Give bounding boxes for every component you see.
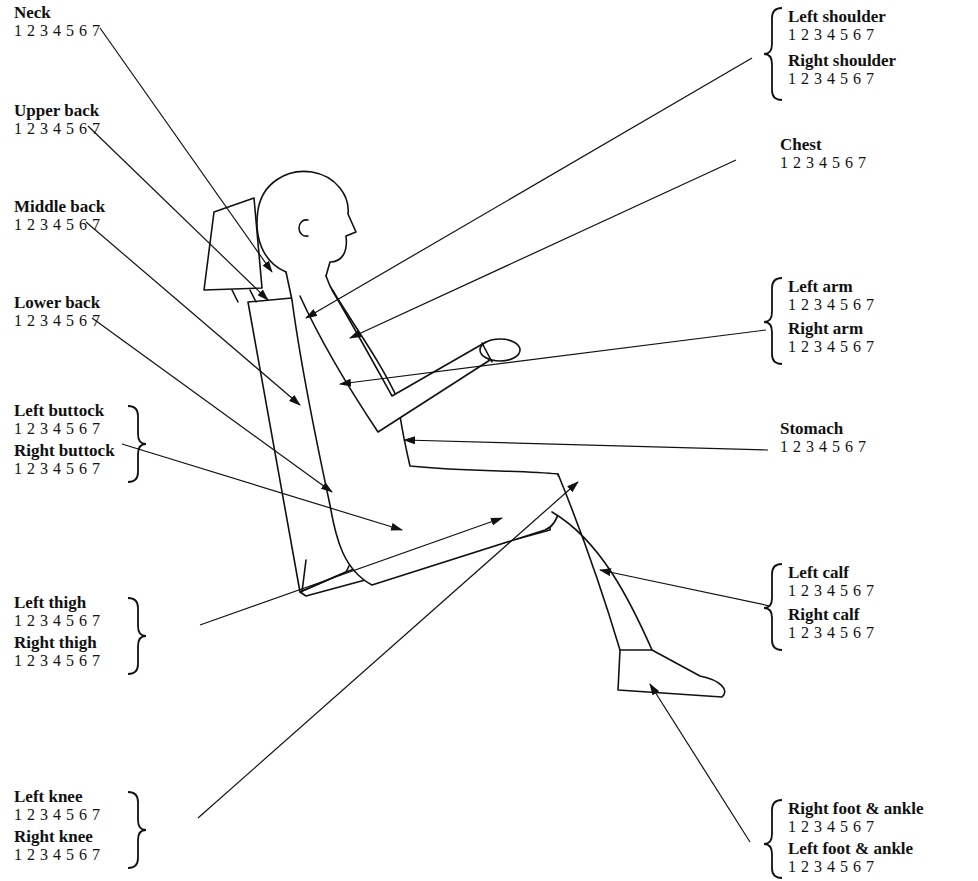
rating-scale: 1 2 3 4 5 6 7 [788, 70, 875, 88]
leader-line [122, 444, 402, 530]
body-part-name: Right arm [788, 320, 863, 338]
wrist-line [482, 343, 492, 362]
body-part-name: Middle back [14, 198, 105, 216]
bracket [764, 278, 782, 364]
rating-scale: 1 2 3 4 5 6 7 [14, 312, 101, 330]
body-part-name: Left knee [14, 788, 82, 806]
ear [299, 220, 308, 236]
body-part-name: Right calf [788, 606, 859, 624]
rating-scale: 1 2 3 4 5 6 7 [14, 22, 101, 40]
arm [300, 290, 490, 432]
rating-scale: 1 2 3 4 5 6 7 [788, 338, 875, 356]
rating-scale: 1 2 3 4 5 6 7 [788, 818, 875, 836]
rating-scale: 1 2 3 4 5 6 7 [788, 624, 875, 642]
leader-line [340, 330, 766, 384]
leader-line [350, 160, 736, 338]
body-part-name: Left arm [788, 278, 853, 296]
leader-line [600, 570, 770, 606]
body-part-name: Right buttock [14, 442, 115, 460]
body-part-name: Left foot & ankle [788, 840, 913, 858]
lower-leg [552, 474, 725, 697]
headrest-post [232, 290, 256, 302]
rating-scale: 1 2 3 4 5 6 7 [14, 460, 101, 478]
leader-line [198, 482, 578, 818]
body-part-name: Right shoulder [788, 52, 896, 70]
body-part-name: Chest [780, 136, 822, 154]
hand [480, 339, 520, 361]
ankle-line [620, 649, 652, 651]
body-part-name: Neck [14, 4, 51, 22]
body-part-name: Right knee [14, 828, 93, 846]
rating-scale: 1 2 3 4 5 6 7 [14, 806, 101, 824]
body-part-name: Upper back [14, 102, 99, 120]
body-part-name: Left buttock [14, 402, 104, 420]
body-part-name: Right thigh [14, 634, 97, 652]
body-part-name: Left thigh [14, 594, 86, 612]
body-part-name: Left shoulder [788, 8, 886, 26]
rating-scale: 1 2 3 4 5 6 7 [788, 26, 875, 44]
bracket [764, 800, 782, 878]
head [257, 171, 356, 276]
rating-scale: 1 2 3 4 5 6 7 [14, 120, 101, 138]
rating-scale: 1 2 3 4 5 6 7 [14, 612, 101, 630]
headrest [204, 198, 262, 290]
bracket [128, 406, 146, 482]
leader-line [200, 518, 502, 625]
leader-line [650, 684, 750, 842]
rating-scale: 1 2 3 4 5 6 7 [780, 438, 867, 456]
bracket [128, 598, 146, 674]
rating-scale: 1 2 3 4 5 6 7 [788, 858, 875, 876]
body-part-name: Left calf [788, 564, 849, 582]
leader-line [100, 28, 272, 272]
body-part-name: Right foot & ankle [788, 800, 924, 818]
leader-line [306, 58, 752, 318]
leader-line [92, 318, 332, 492]
rating-scale: 1 2 3 4 5 6 7 [14, 216, 101, 234]
rating-scale: 1 2 3 4 5 6 7 [788, 582, 875, 600]
body-part-name: Lower back [14, 294, 100, 312]
bracket [128, 792, 146, 868]
leader-line [88, 126, 268, 300]
rating-scale: 1 2 3 4 5 6 7 [788, 296, 875, 314]
leader-line [404, 440, 768, 450]
rating-scale: 1 2 3 4 5 6 7 [780, 154, 867, 172]
leader-line [86, 222, 300, 405]
rating-scale: 1 2 3 4 5 6 7 [14, 420, 101, 438]
bracket [764, 8, 782, 100]
rating-scale: 1 2 3 4 5 6 7 [14, 846, 101, 864]
rating-scale: 1 2 3 4 5 6 7 [14, 652, 101, 670]
bracket [764, 564, 782, 650]
torso-and-thigh [286, 272, 561, 585]
body-part-name: Stomach [780, 420, 843, 438]
